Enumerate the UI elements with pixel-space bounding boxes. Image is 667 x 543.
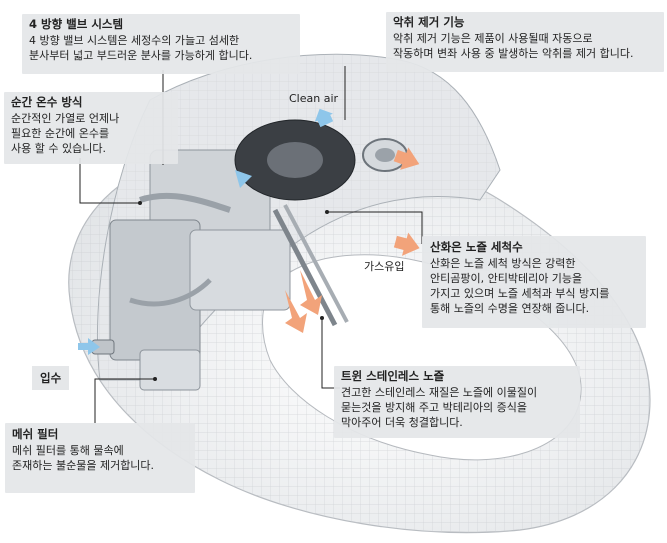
label-water-inlet: 입수 <box>32 366 70 390</box>
callout-oxidized-title: 산화은 노즐 세척수 <box>430 240 523 254</box>
leader-heating <box>79 158 140 204</box>
callout-valve-body: 4 방향 밸브 시스템은 세정수의 가늘고 섬세한 분사부터 넓고 부드러운 분… <box>29 34 253 62</box>
gas-arrow-low <box>300 270 322 315</box>
fan-core <box>267 142 323 178</box>
tube-1 <box>139 192 231 213</box>
water-inlet-arrow <box>78 338 100 355</box>
leader-dot-filter <box>153 377 157 381</box>
gas-arrow-mid <box>393 232 420 256</box>
filter-body <box>139 349 201 391</box>
clean-air-arrow <box>314 108 334 128</box>
callout-mesh-filter: 메쉬 필터 메쉬 필터를 통해 물속에 존재하는 불순물을 제거합니다. <box>5 423 195 493</box>
callout-oxidized-body: 산화은 노즐 세척 방식은 강력한 안티곰팡이, 안티박테리아 기능을 가지고 … <box>430 257 610 315</box>
callout-valve-system: 4 방향 밸브 시스템 4 방향 밸브 시스템은 세정수의 가늘고 섬세한 분사… <box>22 14 300 74</box>
gas-arrow-top <box>393 147 420 170</box>
callout-heating-body: 순간적인 가열로 언제나 필요한 순간에 온수를 사용 할 수 있습니다. <box>11 112 120 155</box>
callout-twin-body: 견고한 스테인레스 재질은 노즐에 이물질이 묻는것을 방지해 주고 박테리아의… <box>341 386 538 429</box>
callout-valve-title: 4 방향 밸브 시스템 <box>29 17 124 31</box>
callout-filter-body: 메쉬 필터를 통해 물속에 존재하는 불순물을 제거합니다. <box>12 444 155 472</box>
pump-roll-inner <box>375 148 395 162</box>
callout-twin-title: 트윈 스테인레스 노즐 <box>341 369 445 383</box>
tube-2 <box>129 278 212 307</box>
callout-filter-title: 메쉬 필터 <box>12 427 59 441</box>
nozzle-2 <box>283 204 349 323</box>
leader-filter <box>94 378 155 423</box>
gas-arrow-low-2 <box>285 290 307 333</box>
callout-instant-heating: 순간 온수 방식 순간적인 가열로 언제나 필요한 순간에 온수를 사용 할 수… <box>4 92 178 164</box>
internal-block-2 <box>109 219 201 361</box>
callout-deodorizer-title: 악취 제거 기능 <box>393 15 465 29</box>
callout-oxidized-silver-nozzle: 산화은 노즐 세척수 산화은 노즐 세척 방식은 강력한 안티곰팡이, 안티박테… <box>422 236 646 328</box>
callout-twin-stainless-nozzle: 트윈 스테인레스 노즐 견고한 스테인레스 재질은 노즐에 이물질이 묻는것을 … <box>334 366 580 438</box>
air-arrow-small <box>235 170 252 188</box>
leader-dot-heating <box>138 201 142 205</box>
leader-oxidized <box>327 211 423 244</box>
label-gas-intake: 가스유입 <box>364 260 405 273</box>
callout-heating-title: 순간 온수 방식 <box>11 95 83 109</box>
callout-deodorizer: 악취 제거 기능 악취 제거 기능은 제품이 사용될때 자동으로 작동하며 변좌… <box>386 12 664 72</box>
internal-block-3 <box>189 229 291 311</box>
leader-dot-twin <box>320 316 324 320</box>
callout-deodorizer-body: 악취 제거 기능은 제품이 사용될때 자동으로 작동하며 변좌 사용 중 발생하… <box>393 32 634 60</box>
leader-dot-oxidized <box>325 210 329 214</box>
nozzle-1 <box>272 208 338 327</box>
label-clean-air: Clean air <box>289 92 339 105</box>
